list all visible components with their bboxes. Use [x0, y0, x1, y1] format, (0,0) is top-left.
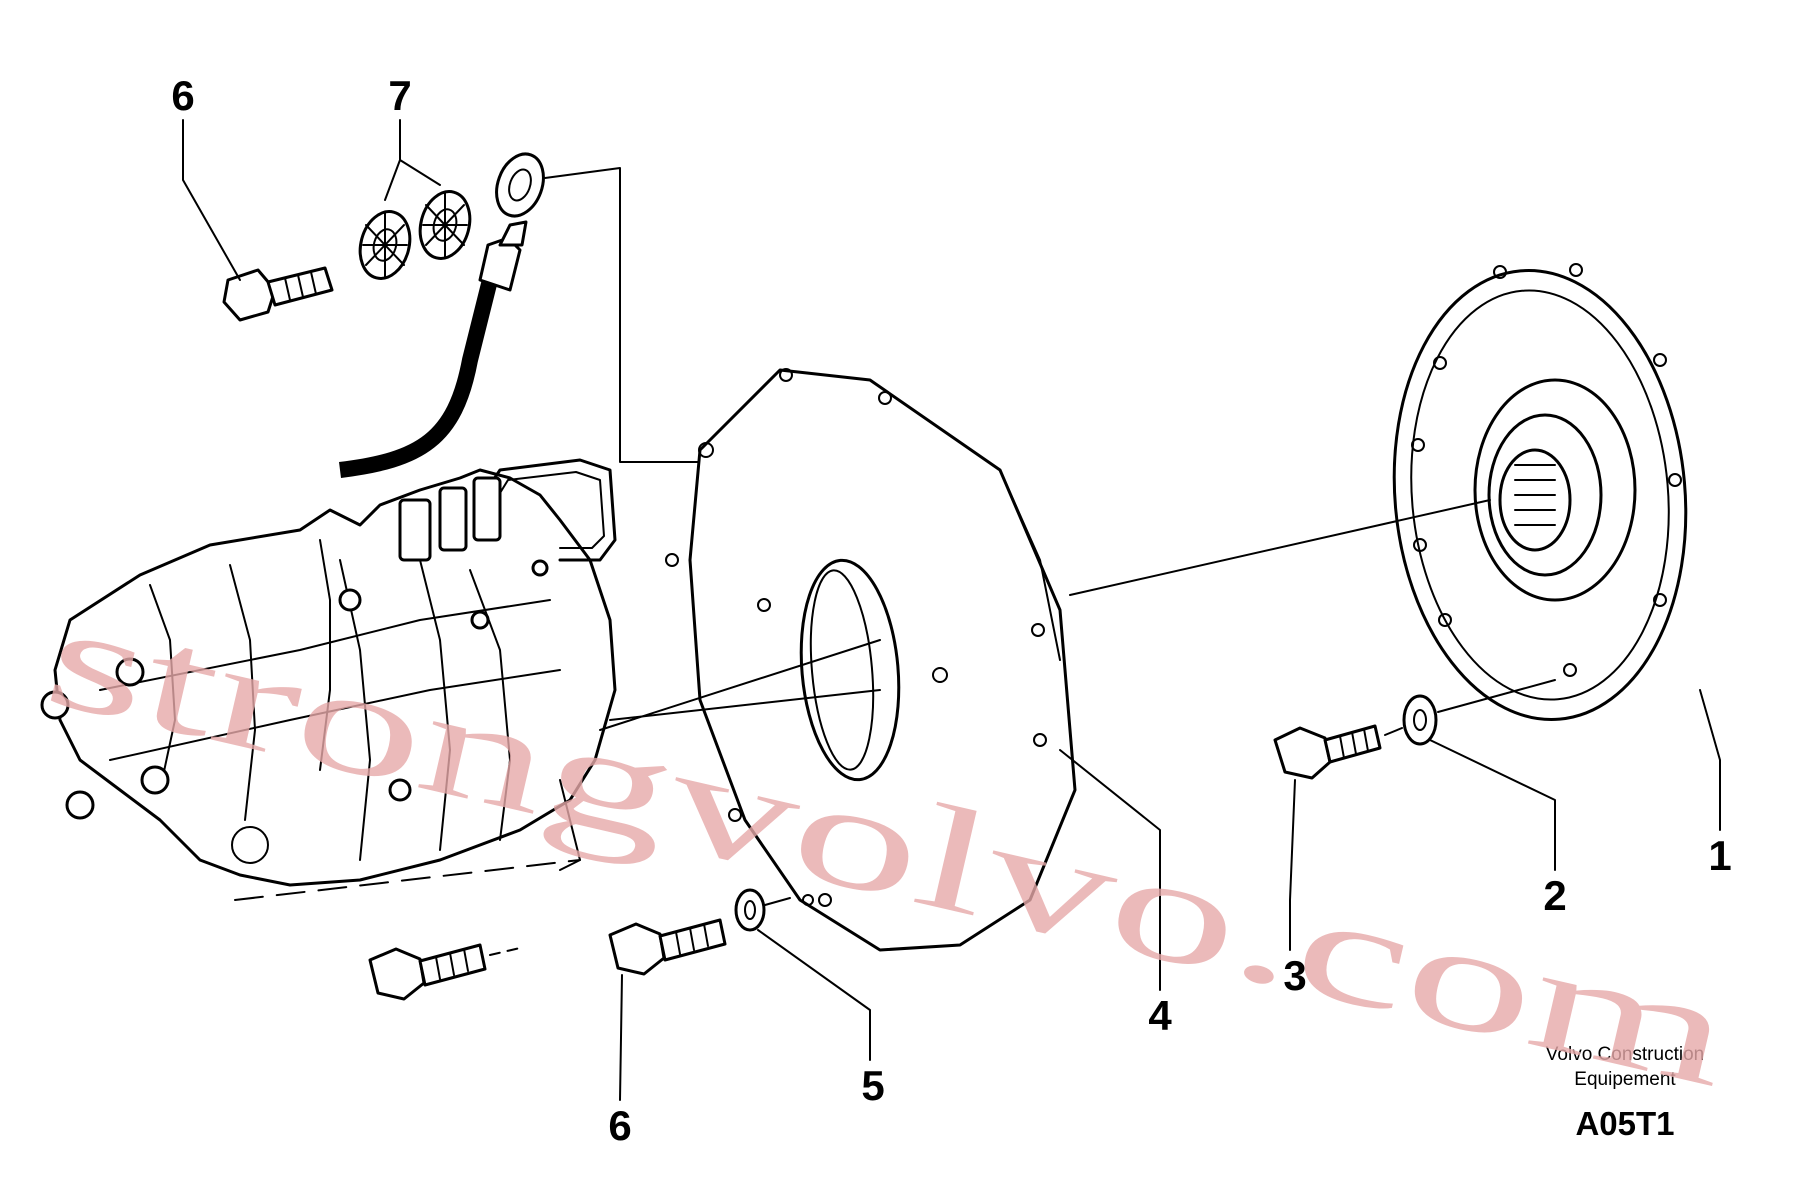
bolt-bottom [608, 888, 791, 976]
caption-line-2: Equipement [1574, 1069, 1676, 1090]
flexible-coupling [1392, 263, 1688, 721]
callout-6-bottom: 6 [608, 1102, 631, 1149]
bolt-right [1273, 679, 1556, 780]
bolt-top [222, 266, 334, 322]
drive-plate [665, 368, 1077, 952]
callout-5: 5 [861, 1062, 884, 1109]
bolt-lower-left [368, 943, 521, 1001]
serrated-washers [358, 190, 472, 280]
coupling-shaft-line [1069, 499, 1491, 596]
callout-3: 3 [1283, 952, 1306, 999]
leader-lines [182, 119, 1721, 1101]
injection-pump-assembly [40, 458, 617, 901]
drawing-code: A05T1 [1575, 1105, 1674, 1142]
caption-line-1: Volvo Construction [1546, 1044, 1704, 1065]
callout-1: 1 [1708, 832, 1731, 879]
callout-7: 7 [388, 72, 411, 119]
callout-6-top: 6 [171, 72, 194, 119]
callout-4: 4 [1148, 992, 1172, 1039]
earth-cable [339, 152, 701, 478]
callout-2: 2 [1543, 872, 1566, 919]
pump-shaft-line-2 [609, 689, 881, 721]
